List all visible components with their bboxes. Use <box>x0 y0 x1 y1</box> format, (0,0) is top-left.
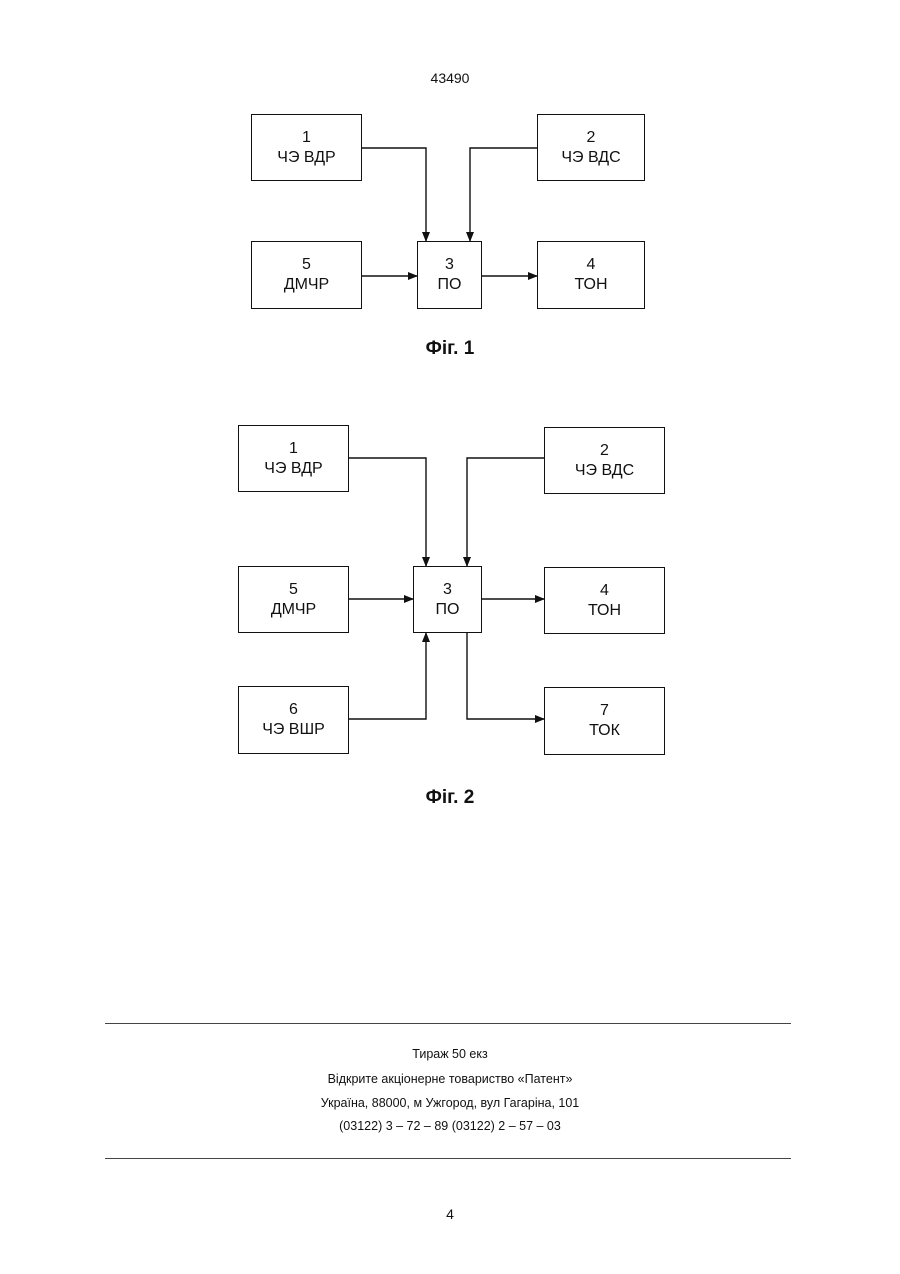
block-label: ТОН <box>588 601 621 621</box>
block-number: 4 <box>600 581 609 601</box>
block-number: 1 <box>289 439 298 459</box>
fig1-link-1-to-3 <box>362 148 426 241</box>
block-label: ПО <box>438 275 462 295</box>
fig2-block-3: 3 ПО <box>413 566 482 633</box>
block-label: ЧЭ ВДС <box>561 148 620 168</box>
fig1-block-2: 2 ЧЭ ВДС <box>537 114 645 181</box>
imprint-address: Україна, 88000, м Ужгород, вул Гагаріна,… <box>0 1096 900 1110</box>
block-label: ТОН <box>574 275 607 295</box>
imprint-phones: (03122) 3 – 72 – 89 (03122) 2 – 57 – 03 <box>0 1119 900 1133</box>
block-label: ДМЧР <box>271 600 316 620</box>
page-number: 4 <box>0 1206 900 1222</box>
block-number: 2 <box>600 441 609 461</box>
imprint-publisher: Відкрите акціонерне товариство «Патент» <box>0 1072 900 1086</box>
fig1-block-5: 5 ДМЧР <box>251 241 362 309</box>
fig2-link-6-to-3 <box>349 633 426 719</box>
fig2-block-5: 5 ДМЧР <box>238 566 349 633</box>
block-number: 1 <box>302 128 311 148</box>
fig1-block-1: 1 ЧЭ ВДР <box>251 114 362 181</box>
imprint-top-divider <box>105 1023 791 1024</box>
block-number: 5 <box>302 255 311 275</box>
block-number: 7 <box>600 701 609 721</box>
block-label: ПО <box>436 600 460 620</box>
block-label: ДМЧР <box>284 275 329 295</box>
fig2-link-1-to-3 <box>349 458 426 566</box>
fig2-block-7: 7 ТОК <box>544 687 665 755</box>
block-label: ЧЭ ВШР <box>262 720 325 740</box>
fig2-block-2: 2 ЧЭ ВДС <box>544 427 665 494</box>
block-number: 5 <box>289 580 298 600</box>
imprint-bottom-divider <box>105 1158 791 1159</box>
fig2-block-1: 1 ЧЭ ВДР <box>238 425 349 492</box>
block-label: ТОК <box>589 721 620 741</box>
fig2-block-6: 6 ЧЭ ВШР <box>238 686 349 754</box>
fig1-block-4: 4 ТОН <box>537 241 645 309</box>
imprint-print-run: Тираж 50 екз <box>0 1047 900 1061</box>
fig1-block-3: 3 ПО <box>417 241 482 309</box>
block-label: ЧЭ ВДР <box>277 148 335 168</box>
block-number: 4 <box>587 255 596 275</box>
figure-1-caption: Фіг. 1 <box>0 338 900 360</box>
block-label: ЧЭ ВДС <box>575 461 634 481</box>
fig2-block-4: 4 ТОН <box>544 567 665 634</box>
fig1-link-2-to-3 <box>470 148 537 241</box>
block-number: 2 <box>587 128 596 148</box>
block-number: 6 <box>289 700 298 720</box>
block-number: 3 <box>443 580 452 600</box>
fig2-link-3-to-7 <box>467 633 544 719</box>
block-label: ЧЭ ВДР <box>264 459 322 479</box>
figure-2-caption: Фіг. 2 <box>0 787 900 809</box>
block-number: 3 <box>445 255 454 275</box>
fig2-link-2-to-3 <box>467 458 544 566</box>
